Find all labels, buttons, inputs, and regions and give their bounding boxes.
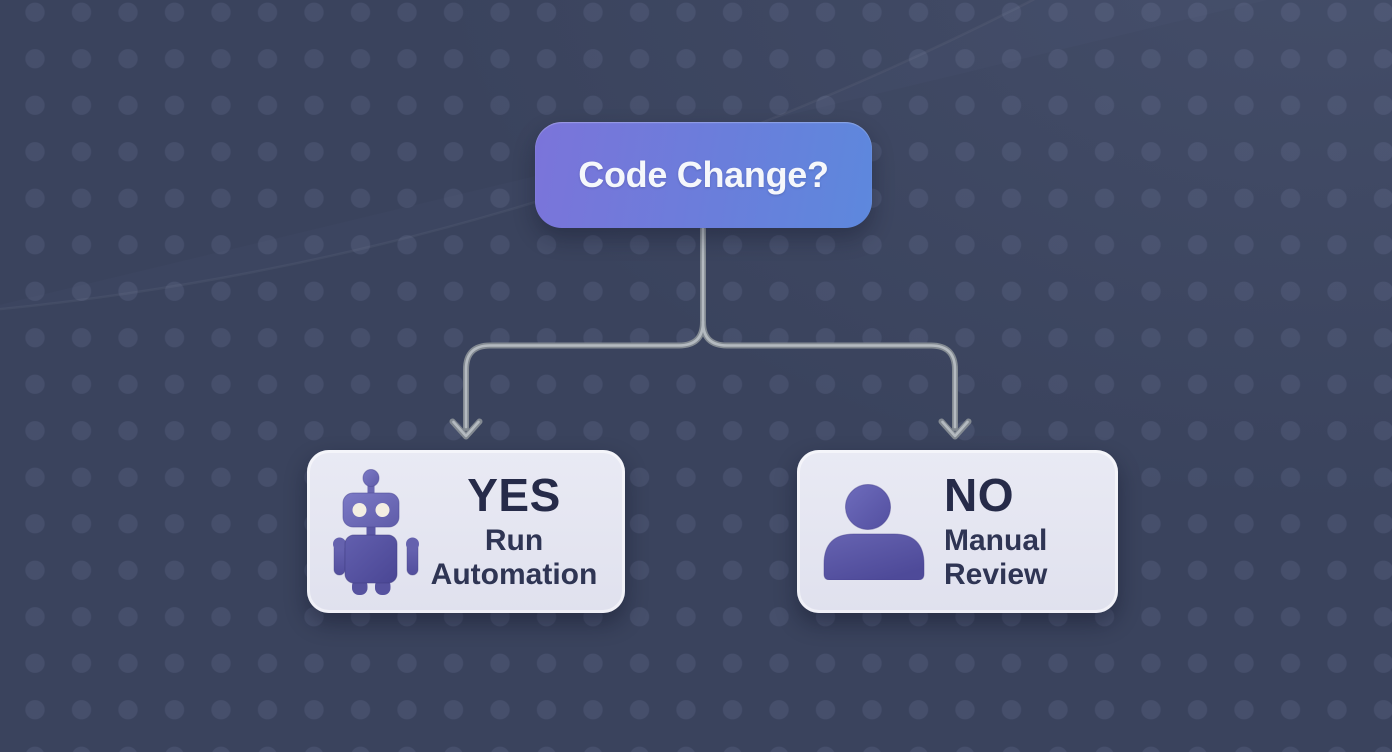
branch-card-yes: YES Run Automation — [307, 450, 625, 613]
branch-no-text: NO Manual Review — [944, 472, 1106, 592]
robot-icon — [333, 468, 419, 595]
branch-yes-action-line-2: Automation — [430, 557, 598, 591]
branch-yes-text: YES Run Automation — [419, 472, 609, 592]
branch-no-answer: NO — [944, 468, 1014, 521]
branch-card-no: NO Manual Review — [797, 450, 1118, 613]
user-icon — [822, 483, 926, 580]
branch-yes-answer: YES — [467, 468, 561, 521]
decision-node-label: Code Change? — [578, 154, 829, 195]
branch-no-action-line-2: Review — [944, 557, 1048, 591]
decision-node-code-change: Code Change? — [535, 122, 872, 228]
branch-no-action-line-1: Manual — [944, 523, 1048, 557]
branch-yes-action-line-1: Run — [484, 523, 544, 557]
